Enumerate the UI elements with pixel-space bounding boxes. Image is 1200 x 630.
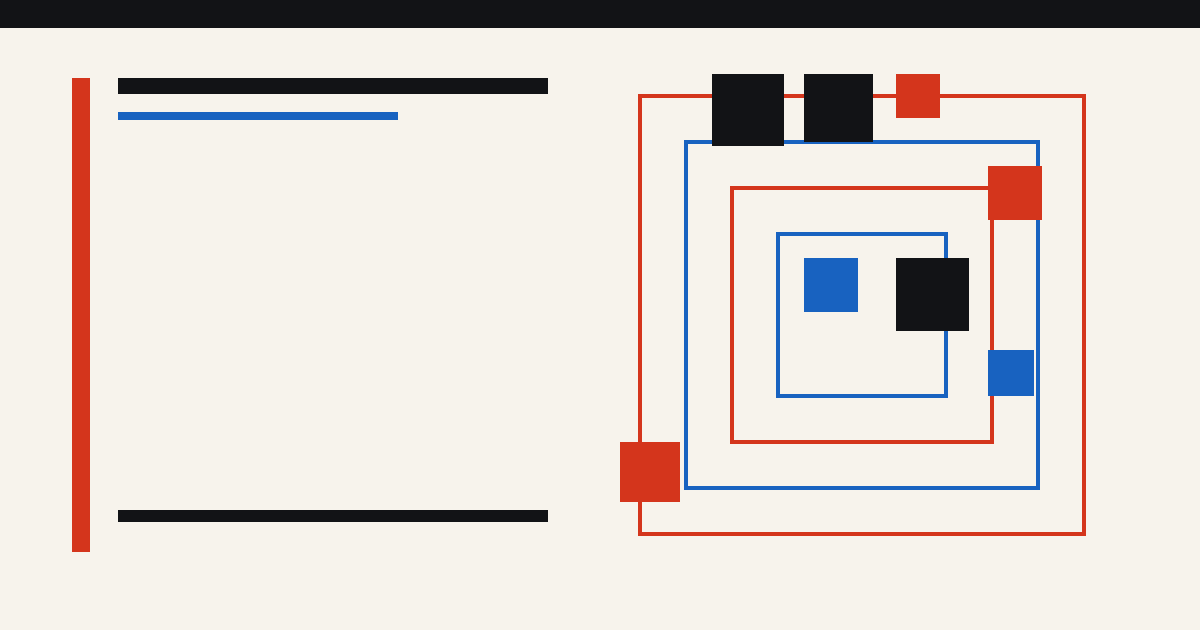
red-square-top-right — [896, 74, 940, 118]
third-red-frame — [730, 186, 994, 444]
subtitle-underline-bar — [118, 112, 398, 120]
red-square-bottom-left — [620, 442, 680, 502]
black-square-top-middle — [804, 74, 873, 142]
footer-placeholder-bar — [118, 510, 548, 522]
black-square-center-right — [896, 258, 969, 331]
blue-square-right — [988, 350, 1034, 396]
title-placeholder-bar — [118, 78, 548, 94]
blue-square-center — [804, 258, 858, 312]
red-square-right-upper — [988, 166, 1042, 220]
second-blue-frame — [684, 140, 1040, 490]
top-bar — [0, 0, 1200, 28]
black-square-top-left — [712, 74, 784, 146]
left-accent-stripe — [72, 78, 90, 552]
